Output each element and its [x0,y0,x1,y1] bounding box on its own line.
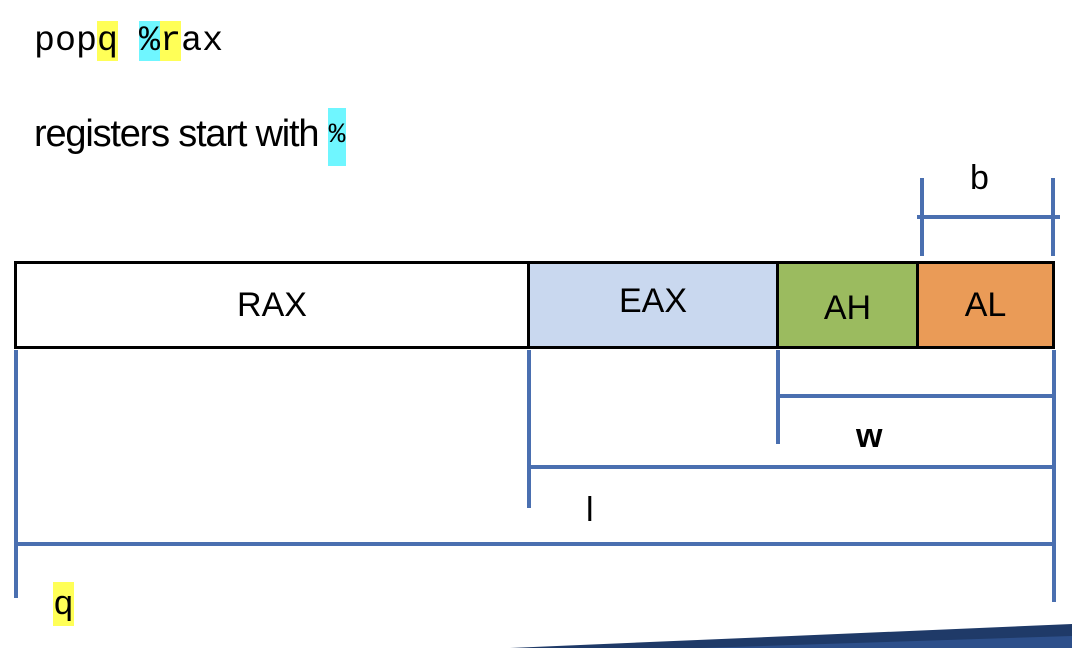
caption-text: registers start with [34,113,328,155]
size-label-l: l [586,491,594,529]
register-ah: AH [776,261,916,349]
size-label-b: b [970,159,989,197]
register-prefix-symbol: % [139,21,161,61]
register-ah-label: AH [823,288,872,327]
caption: registers start with % [34,108,347,166]
register-rax-label: RAX [237,285,307,324]
instruction-code: popq %rax [34,18,223,64]
mnemonic-base: pop [34,21,98,61]
register-eax-label: EAX [618,281,688,320]
register-rax: RAX [14,261,527,349]
caption-percent-symbol: % [327,108,347,166]
register-eax: EAX [527,261,776,349]
size-label-w: w [856,417,883,455]
mnemonic-size-suffix: q [97,21,119,61]
register-size-prefix: r [160,21,182,61]
register-name-rest: ax [181,21,224,61]
register-al-label: AL [964,285,1007,324]
register-al: AL [916,261,1055,349]
size-label-q: q [53,582,74,626]
